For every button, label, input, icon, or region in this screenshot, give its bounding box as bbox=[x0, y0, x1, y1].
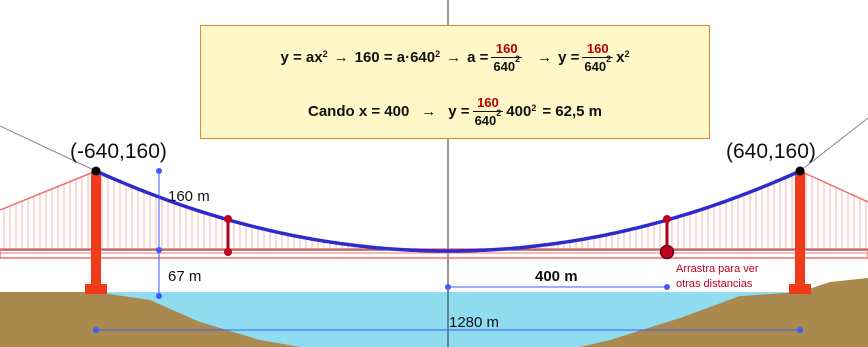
left-tower-base bbox=[85, 284, 107, 294]
right-hanger-top-point bbox=[663, 215, 671, 223]
formula-result: = 62,5 m bbox=[542, 102, 602, 120]
span-label: 1280 m bbox=[449, 314, 499, 331]
arrow-icon: → bbox=[421, 102, 437, 120]
drag-hint-line-2: otras distancias bbox=[676, 278, 753, 290]
right-tower-base bbox=[789, 284, 811, 294]
fraction: 160 6402 bbox=[491, 40, 523, 74]
deck-height-label: 67 m bbox=[168, 268, 201, 285]
left-point-label: (-640,160) bbox=[70, 140, 167, 163]
formula-condition: Cando x = 400 bbox=[308, 102, 410, 120]
fraction-denominator: 6402 bbox=[582, 54, 614, 74]
main-cable-parabola bbox=[95, 169, 801, 253]
height-measure-bottom bbox=[156, 293, 162, 299]
bridge-deck bbox=[0, 248, 868, 259]
drag-hint-line-1: Arrastra para ver bbox=[676, 263, 759, 275]
left-tower-top-point bbox=[91, 166, 101, 176]
fraction-denominator: 6402 bbox=[491, 54, 523, 74]
right-point-label: (640,160) bbox=[726, 140, 816, 163]
height-label: 160 m bbox=[168, 188, 210, 205]
fraction-denominator: 6402 bbox=[472, 108, 504, 128]
distance-measure-start bbox=[445, 284, 451, 290]
distance-label: 400 m bbox=[535, 268, 578, 285]
fraction-numerator: 160 bbox=[495, 40, 518, 56]
span-measure-start bbox=[93, 327, 99, 333]
distance-measure-end bbox=[664, 284, 670, 290]
left-hanger-bottom-point bbox=[224, 248, 232, 256]
y-label: y = bbox=[558, 48, 580, 66]
right-tower-top-point bbox=[795, 166, 805, 176]
formula-step: 160 = a·640 bbox=[354, 48, 436, 66]
left-bank bbox=[0, 292, 300, 347]
span-measure-end bbox=[797, 327, 803, 333]
arrow-icon: → bbox=[537, 48, 553, 66]
fraction-numerator: 160 bbox=[477, 94, 499, 110]
left-tower bbox=[91, 171, 101, 293]
drag-point[interactable] bbox=[659, 244, 675, 260]
formula-tail: 400 bbox=[506, 102, 532, 120]
y-label: y = bbox=[448, 102, 470, 120]
left-anchor-cable bbox=[0, 125, 97, 172]
hanger-cables bbox=[101, 171, 799, 251]
formula-lhs: y = ax bbox=[280, 48, 323, 66]
fraction: 160 6402 bbox=[472, 94, 504, 128]
fraction: 160 6402 bbox=[582, 40, 614, 74]
height-measure-mid bbox=[156, 247, 162, 253]
arrow-icon: → bbox=[446, 48, 462, 66]
right-anchor-cable bbox=[799, 117, 868, 172]
side-hanger-cables bbox=[0, 170, 868, 250]
arrow-icon: → bbox=[333, 48, 349, 66]
right-tower bbox=[795, 171, 805, 293]
right-side-cable bbox=[799, 170, 868, 203]
a-label: a = bbox=[467, 48, 489, 66]
height-measure-top bbox=[156, 168, 162, 174]
left-side-cable bbox=[0, 170, 97, 211]
fraction-numerator: 160 bbox=[586, 40, 609, 56]
x-variable: x bbox=[616, 48, 625, 66]
left-hanger-top-point bbox=[224, 215, 232, 223]
